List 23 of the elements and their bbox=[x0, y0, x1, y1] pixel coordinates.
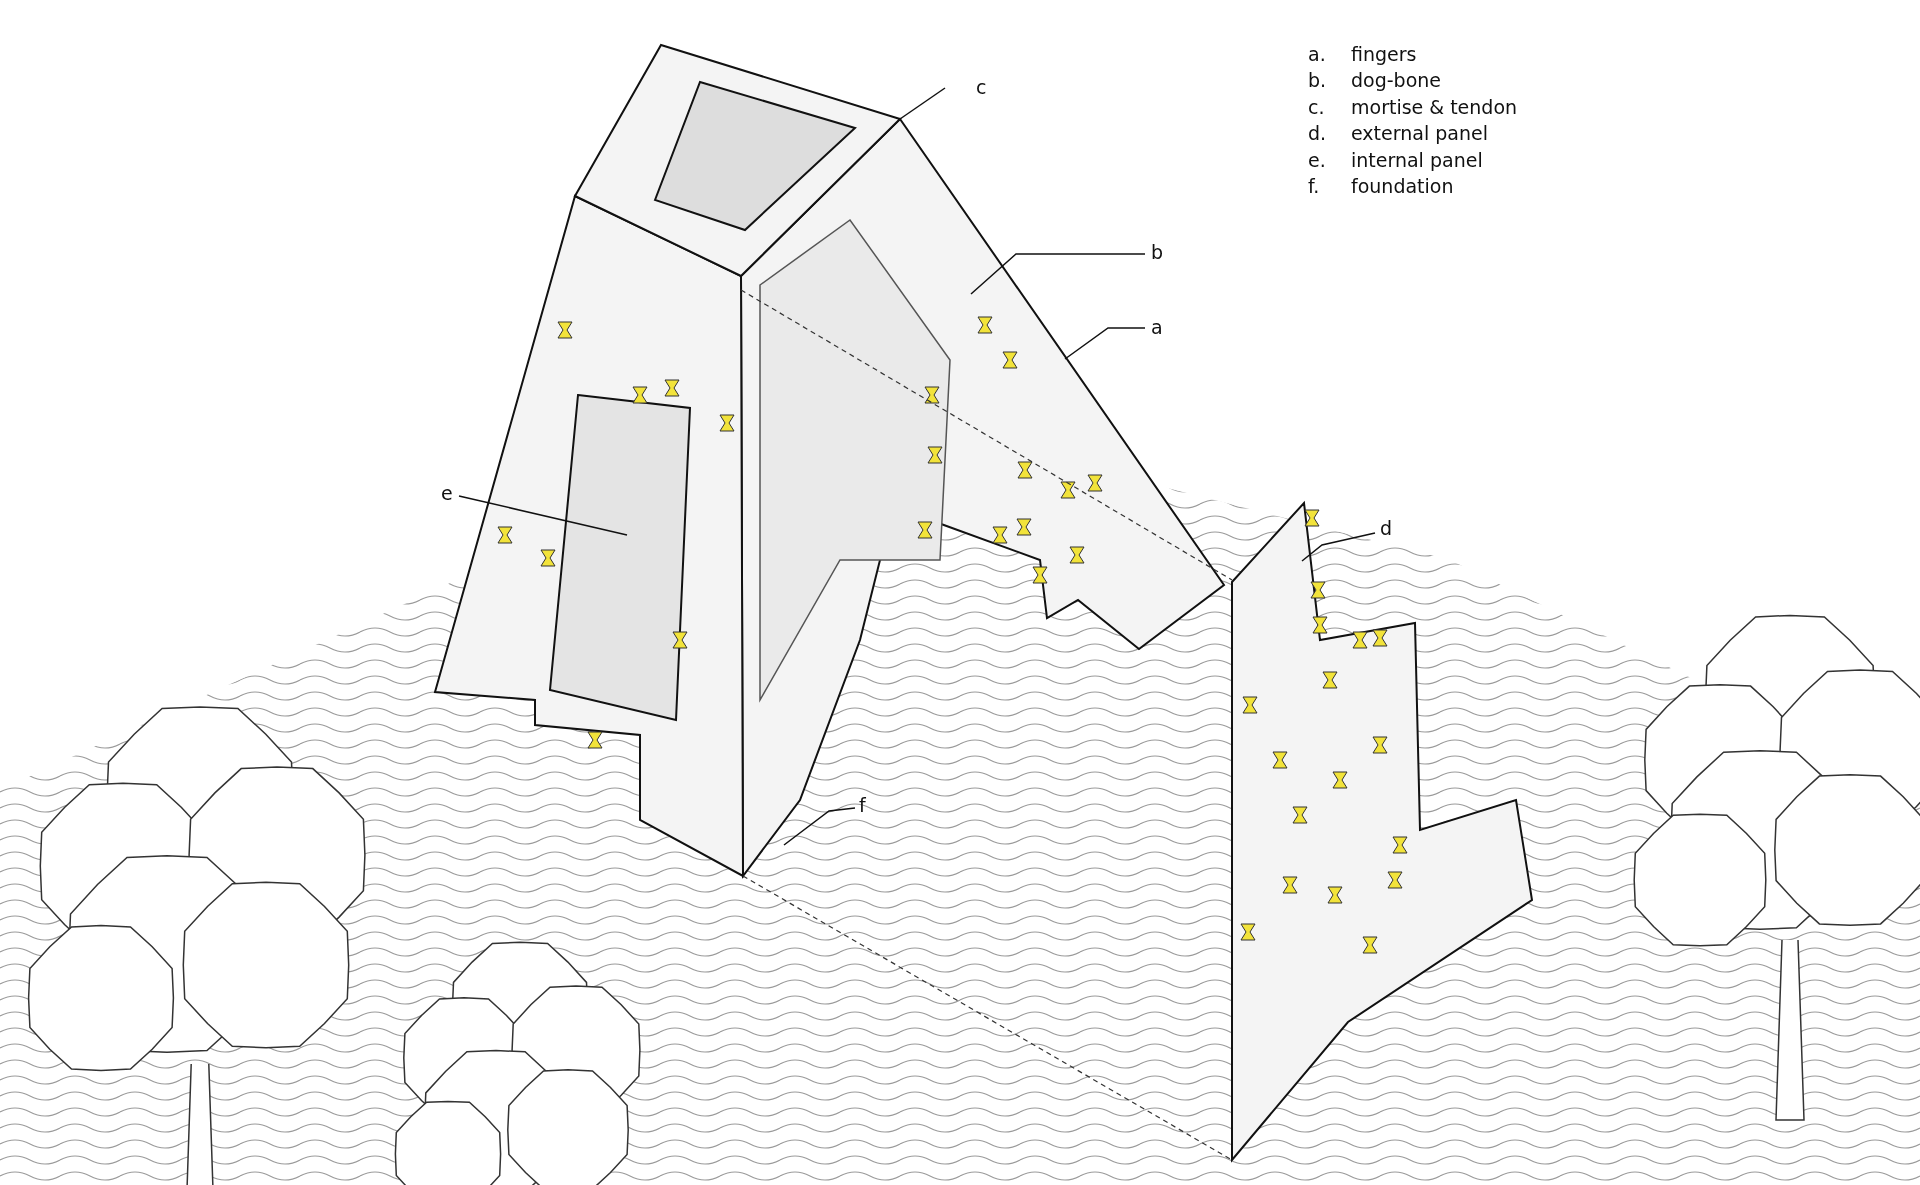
key-letter: f. bbox=[1308, 175, 1320, 197]
leader-line bbox=[899, 87, 946, 120]
callout-letter: c bbox=[976, 76, 987, 98]
key-term: foundation bbox=[1351, 175, 1454, 197]
leader-line bbox=[783, 807, 856, 846]
leader-line bbox=[1064, 327, 1146, 360]
key-letter: a. bbox=[1308, 43, 1326, 65]
key-term: fingers bbox=[1351, 43, 1417, 65]
key-term: internal panel bbox=[1351, 148, 1483, 171]
key-term: dog-bone bbox=[1351, 69, 1442, 92]
key-term: mortise & tendon bbox=[1351, 95, 1518, 118]
key-letter: c. bbox=[1308, 95, 1325, 118]
key-letter: b. bbox=[1308, 69, 1327, 92]
callout-letter: d bbox=[1380, 517, 1393, 539]
leader-line bbox=[458, 495, 628, 536]
key-term: external panel bbox=[1351, 122, 1488, 145]
leader-line bbox=[970, 253, 1146, 295]
key-letter: e. bbox=[1308, 148, 1326, 171]
callout-letter: f bbox=[859, 794, 866, 816]
key-letter: d. bbox=[1308, 122, 1327, 145]
callout-letter: a bbox=[1151, 316, 1163, 338]
callout-letter: e bbox=[441, 482, 453, 504]
callout-letter: b bbox=[1151, 241, 1164, 263]
